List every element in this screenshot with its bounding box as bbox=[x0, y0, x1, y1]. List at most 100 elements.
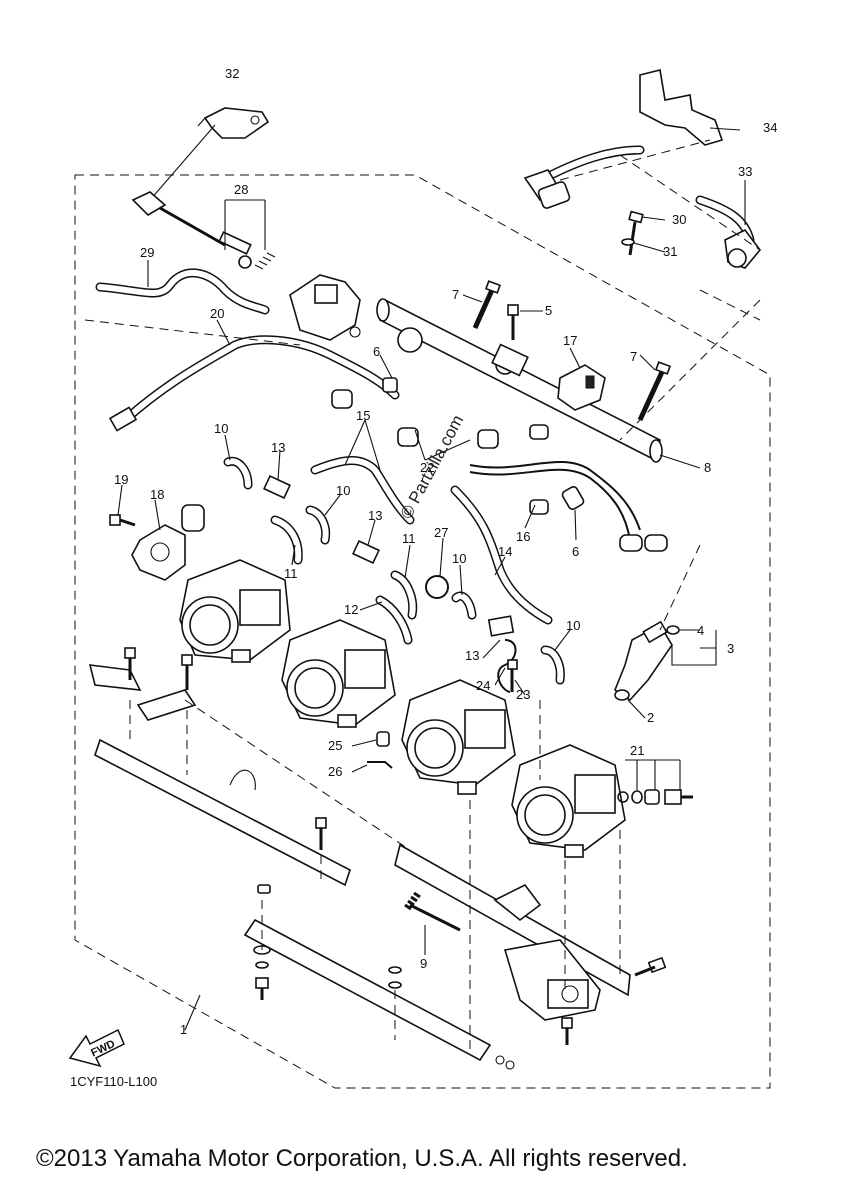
injector-caps[interactable] bbox=[331, 377, 585, 511]
bolt-23[interactable] bbox=[507, 659, 518, 692]
throttle-body-4[interactable] bbox=[511, 744, 626, 858]
label-18: 18 bbox=[150, 487, 164, 502]
pressure-sensor-17[interactable] bbox=[557, 364, 606, 411]
label-11-b: 11 bbox=[284, 566, 298, 581]
fuel-hose-33[interactable] bbox=[523, 145, 762, 269]
callout-labels: 32 34 33 28 30 31 29 7 5 20 17 6 7 15 10… bbox=[114, 66, 777, 1037]
bolt-7-top[interactable] bbox=[472, 280, 502, 330]
label-5: 5 bbox=[545, 303, 552, 318]
hose-12[interactable] bbox=[375, 595, 413, 645]
fwd-label: FWD bbox=[89, 1038, 117, 1059]
screw-set-21[interactable] bbox=[617, 789, 693, 805]
label-7-top: 7 bbox=[452, 287, 459, 302]
label-27: 27 bbox=[434, 525, 448, 540]
hose-10-d[interactable] bbox=[540, 645, 565, 685]
label-29: 29 bbox=[140, 245, 154, 260]
diagram-code: 1CYF110-L100 bbox=[70, 1074, 157, 1089]
plate-upper-mid[interactable] bbox=[136, 689, 197, 721]
clamp-34[interactable] bbox=[639, 69, 724, 146]
link-rod-left[interactable] bbox=[94, 738, 351, 887]
fwd-arrow-icon: FWD bbox=[68, 1028, 125, 1068]
label-4: 4 bbox=[697, 623, 704, 638]
sensor-assembly-top[interactable] bbox=[289, 274, 361, 341]
screw-19[interactable] bbox=[109, 514, 136, 527]
hose-11[interactable] bbox=[270, 515, 418, 620]
hose-10-c[interactable] bbox=[451, 591, 477, 620]
dashed-construction-lines bbox=[84, 139, 761, 1050]
label-12: 12 bbox=[344, 602, 358, 617]
joints-13[interactable] bbox=[263, 474, 515, 637]
label-14: 14 bbox=[498, 544, 512, 559]
label-22: 22 bbox=[420, 460, 434, 475]
label-20: 20 bbox=[210, 306, 224, 321]
link-rod-bottom[interactable] bbox=[243, 918, 492, 1062]
hose-10-b[interactable] bbox=[305, 505, 331, 545]
throttle-cable-28[interactable] bbox=[131, 191, 276, 270]
hose-20[interactable] bbox=[108, 335, 400, 432]
label-13-a: 13 bbox=[271, 440, 285, 455]
hose-29[interactable] bbox=[95, 268, 270, 315]
fuel-rail-8[interactable] bbox=[376, 298, 663, 463]
wire-harness-16[interactable] bbox=[469, 461, 668, 552]
cap-25[interactable] bbox=[376, 731, 390, 747]
label-10-a: 10 bbox=[214, 421, 228, 436]
label-24: 24 bbox=[476, 678, 490, 693]
clip-27[interactable] bbox=[425, 575, 449, 599]
label-34: 34 bbox=[763, 120, 777, 135]
label-6-top: 6 bbox=[373, 344, 380, 359]
label-2: 2 bbox=[647, 710, 654, 725]
spring-24[interactable] bbox=[497, 639, 517, 693]
label-32: 32 bbox=[225, 66, 239, 81]
label-30: 30 bbox=[672, 212, 686, 227]
bolt-5[interactable] bbox=[507, 304, 519, 340]
hose-10-a[interactable] bbox=[223, 456, 253, 490]
label-6-right: 6 bbox=[572, 544, 579, 559]
throttle-body-1[interactable] bbox=[179, 559, 291, 663]
seal-2[interactable] bbox=[614, 689, 630, 701]
label-10-d: 10 bbox=[566, 618, 580, 633]
throttle-body-3[interactable] bbox=[401, 679, 516, 795]
copyright-footer: ©2013 Yamaha Motor Corporation, U.S.A. A… bbox=[36, 1145, 688, 1172]
label-11-a: 11 bbox=[402, 531, 416, 546]
label-16: 16 bbox=[516, 529, 530, 544]
bolts-lower[interactable] bbox=[124, 647, 667, 1070]
label-19: 19 bbox=[114, 472, 128, 487]
bracket-32[interactable] bbox=[197, 107, 270, 139]
label-31: 31 bbox=[663, 244, 677, 259]
label-10-c: 10 bbox=[452, 551, 466, 566]
hose-15[interactable] bbox=[310, 456, 415, 525]
bolt-7-right[interactable] bbox=[637, 361, 672, 422]
assembly-boundary-outline bbox=[74, 174, 771, 1089]
label-1: 1 bbox=[180, 1022, 187, 1037]
bracket-leader-28 bbox=[224, 199, 266, 250]
label-3: 3 bbox=[727, 641, 734, 656]
label-13-b: 13 bbox=[368, 508, 382, 523]
clip-26[interactable] bbox=[367, 761, 393, 769]
linkage-mechanism[interactable] bbox=[503, 939, 601, 1021]
label-15: 15 bbox=[356, 408, 370, 423]
label-26: 26 bbox=[328, 764, 342, 779]
label-23: 23 bbox=[516, 687, 530, 702]
washer-31[interactable] bbox=[621, 238, 635, 246]
label-21: 21 bbox=[630, 743, 644, 758]
plate-upper-left[interactable] bbox=[88, 664, 142, 691]
throttle-body-2[interactable] bbox=[281, 619, 396, 728]
spring-9[interactable] bbox=[404, 891, 461, 932]
label-28: 28 bbox=[234, 182, 248, 197]
label-8: 8 bbox=[704, 460, 711, 475]
label-13-c: 13 bbox=[465, 648, 479, 663]
o-ring-4[interactable] bbox=[666, 625, 680, 635]
leader-32 bbox=[149, 124, 216, 201]
label-25: 25 bbox=[328, 738, 342, 753]
throttle-position-sensor-18[interactable] bbox=[131, 504, 205, 581]
leader-lines bbox=[117, 127, 746, 1031]
hose-14[interactable] bbox=[450, 485, 553, 625]
injector-3[interactable] bbox=[614, 620, 673, 702]
bolt-30[interactable] bbox=[628, 210, 644, 256]
label-17: 17 bbox=[563, 333, 577, 348]
label-33: 33 bbox=[738, 164, 752, 179]
label-7-right: 7 bbox=[630, 349, 637, 364]
label-10-b: 10 bbox=[336, 483, 350, 498]
label-9: 9 bbox=[420, 956, 427, 971]
